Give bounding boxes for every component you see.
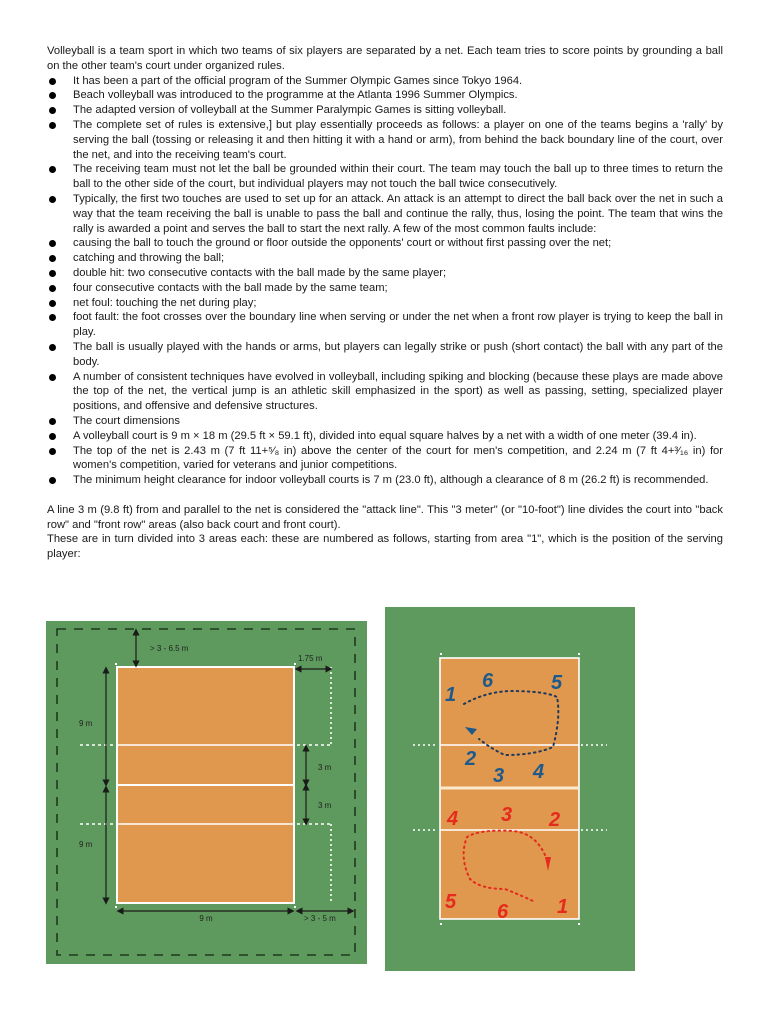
- list-item: A number of consistent techniques have e…: [47, 370, 723, 414]
- bullet-icon: [49, 195, 56, 203]
- team-a-rotation-path: [463, 689, 560, 757]
- bullet-icon: [49, 92, 56, 100]
- bullet-icon: [49, 343, 56, 351]
- team-b-arrow-icon: [545, 857, 551, 871]
- bullet-icon: [49, 432, 56, 440]
- team-a-pos-3: 3: [493, 765, 504, 787]
- list-item: The adapted version of volleyball at the…: [47, 103, 723, 118]
- court-dimensions-diagram: > 3 - 6.5 m 1.75 m 9 m 9 m 3 m 3 m 9 m >…: [46, 621, 367, 964]
- list-item: Typically, the first two touches are use…: [47, 192, 723, 236]
- attack-line-paragraph: A line 3 m (9.8 ft) from and parallel to…: [47, 503, 723, 531]
- label-half-top: 9 m: [79, 719, 93, 728]
- list-item: It has been a part of the official progr…: [47, 74, 723, 89]
- bullet-icon: [49, 314, 56, 322]
- list-item: causing the ball to touch the ground or …: [47, 236, 723, 251]
- list-item: Beach volleyball was introduced to the p…: [47, 88, 723, 103]
- label-half-bottom: 9 m: [79, 840, 93, 849]
- list-item: catching and throwing the ball;: [47, 251, 723, 266]
- list-item: The ball is usually played with the hand…: [47, 340, 723, 370]
- team-a-pos-6: 6: [482, 670, 494, 692]
- team-b-rotation-path: [462, 829, 546, 903]
- bullet-icon: [49, 166, 56, 174]
- list-item: double hit: two consecutive contacts wit…: [47, 266, 723, 281]
- list-item: The minimum height clearance for indoor …: [47, 473, 723, 488]
- fact-list: It has been a part of the official progr…: [47, 74, 723, 488]
- bullet-icon: [49, 77, 56, 85]
- label-substitution: 1.75 m: [298, 654, 323, 663]
- bullet-icon: [49, 107, 56, 115]
- list-item: The receiving team must not let the ball…: [47, 162, 723, 192]
- bullet-icon: [49, 255, 56, 263]
- bullet-icon: [49, 299, 56, 307]
- team-a-pos-2: 2: [464, 748, 476, 770]
- team-b-pos-5: 5: [445, 891, 457, 913]
- list-item: four consecutive contacts with the ball …: [47, 281, 723, 296]
- team-b-pos-1: 1: [557, 896, 568, 918]
- label-width: 9 m: [199, 914, 213, 923]
- team-b-pos-6: 6: [497, 901, 509, 923]
- team-b-pos-2: 2: [548, 809, 560, 831]
- bullet-icon: [49, 284, 56, 292]
- bullet-icon: [49, 373, 56, 381]
- team-b-pos-4: 4: [446, 808, 458, 830]
- team-a-pos-5: 5: [551, 672, 563, 694]
- bullet-icon: [49, 417, 56, 425]
- list-item: net foul: touching the net during play;: [47, 296, 723, 311]
- list-item: The complete set of rules is extensive,]…: [47, 118, 723, 162]
- bullet-icon: [49, 240, 56, 248]
- label-attack-top: 3 m: [318, 763, 332, 772]
- label-attack-bottom: 3 m: [318, 801, 332, 810]
- list-item: The top of the net is 2.43 m (7 ft 11+⁵⁄…: [47, 444, 723, 474]
- label-free-zone-end: > 3 - 6.5 m: [150, 644, 189, 653]
- list-item: A volleyball court is 9 m × 18 m (29.5 f…: [47, 429, 723, 444]
- list-item: The court dimensions: [47, 414, 723, 429]
- label-free-zone-side: > 3 - 5 m: [304, 914, 336, 923]
- team-b-pos-3: 3: [501, 804, 512, 826]
- bullet-icon: [49, 477, 56, 485]
- team-a-arrow-icon: [465, 727, 477, 735]
- team-a-pos-4: 4: [532, 761, 544, 783]
- areas-paragraph: These are in turn divided into 3 areas e…: [47, 533, 723, 561]
- list-item: foot fault: the foot crosses over the bo…: [47, 310, 723, 340]
- bullet-icon: [49, 121, 56, 129]
- bullet-icon: [49, 447, 56, 455]
- intro-paragraph: Volleyball is a team sport in which two …: [47, 45, 723, 72]
- outer-boundary-dashed: [56, 628, 356, 956]
- document-body: Volleyball is a team sport in which two …: [47, 44, 723, 562]
- team-a-pos-1: 1: [445, 684, 456, 706]
- rotation-diagram: 1 6 5 2 3 4 4 3 2 5 6 1: [385, 607, 635, 971]
- bullet-icon: [49, 269, 56, 277]
